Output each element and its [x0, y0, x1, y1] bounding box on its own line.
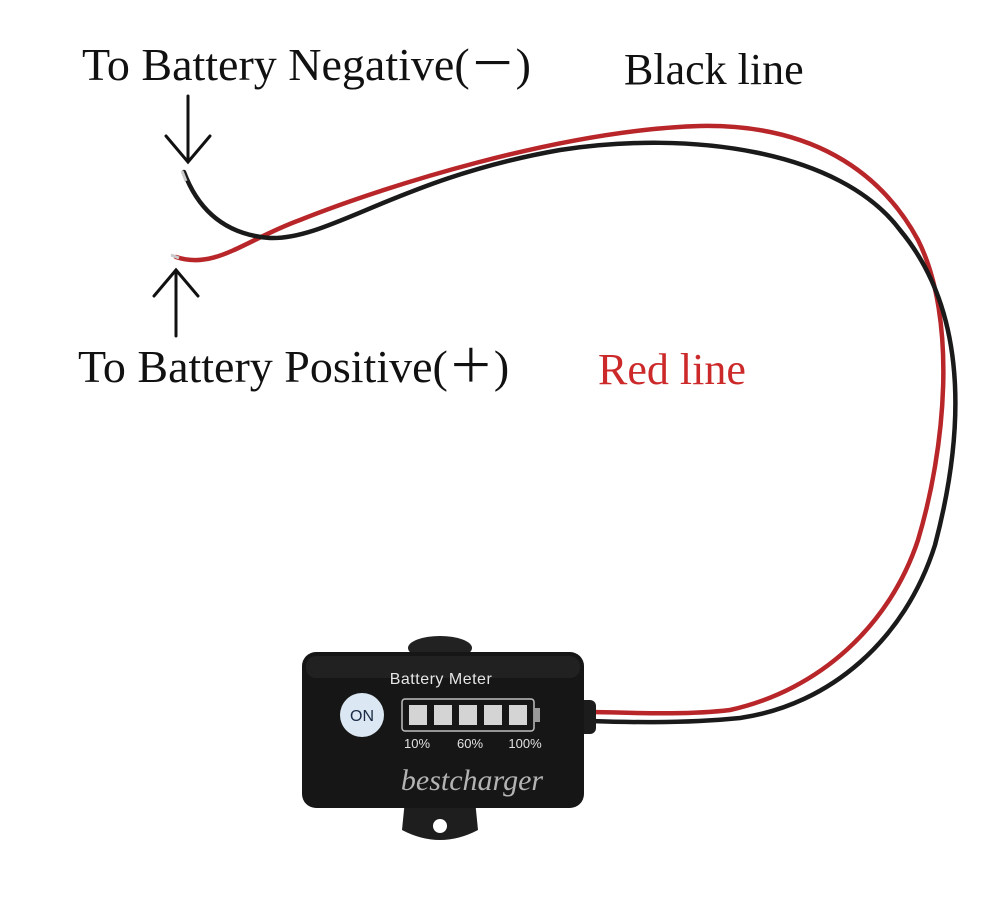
scale-label-low: 10% [404, 736, 430, 751]
down-arrow-icon [164, 94, 212, 165]
positive-wire-tip [170, 253, 180, 260]
meter-title: Battery Meter [390, 671, 493, 688]
up-arrow-icon [152, 267, 200, 338]
gauge-segment [509, 705, 527, 725]
battery-gauge-icon [401, 698, 540, 732]
gauge-segment [434, 705, 452, 725]
negative-wire-tip [180, 170, 188, 182]
scale-label-mid: 60% [457, 736, 483, 751]
red-wire [173, 123, 946, 716]
gauge-segment [409, 705, 427, 725]
positive-terminal-label: To Battery Positive(＋) [78, 341, 510, 392]
gauge-segment [484, 705, 502, 725]
red-line-label: Red line [598, 345, 746, 394]
meter-face-highlight [306, 656, 580, 678]
battery-meter-device: Battery Meter ON 10% 60% 100% bestcharge… [302, 636, 596, 840]
black-wire [181, 140, 958, 725]
negative-terminal-label: To Battery Negative(－) [82, 39, 531, 90]
mount-hole [433, 819, 447, 833]
on-button [340, 693, 384, 737]
watermark-text: bestcharger [401, 764, 544, 797]
scale-label-high: 100% [508, 736, 542, 751]
meter-body [302, 652, 584, 808]
black-line-label: Black line [624, 45, 804, 94]
on-button-label: ON [350, 708, 374, 725]
gauge-segment [459, 705, 477, 725]
